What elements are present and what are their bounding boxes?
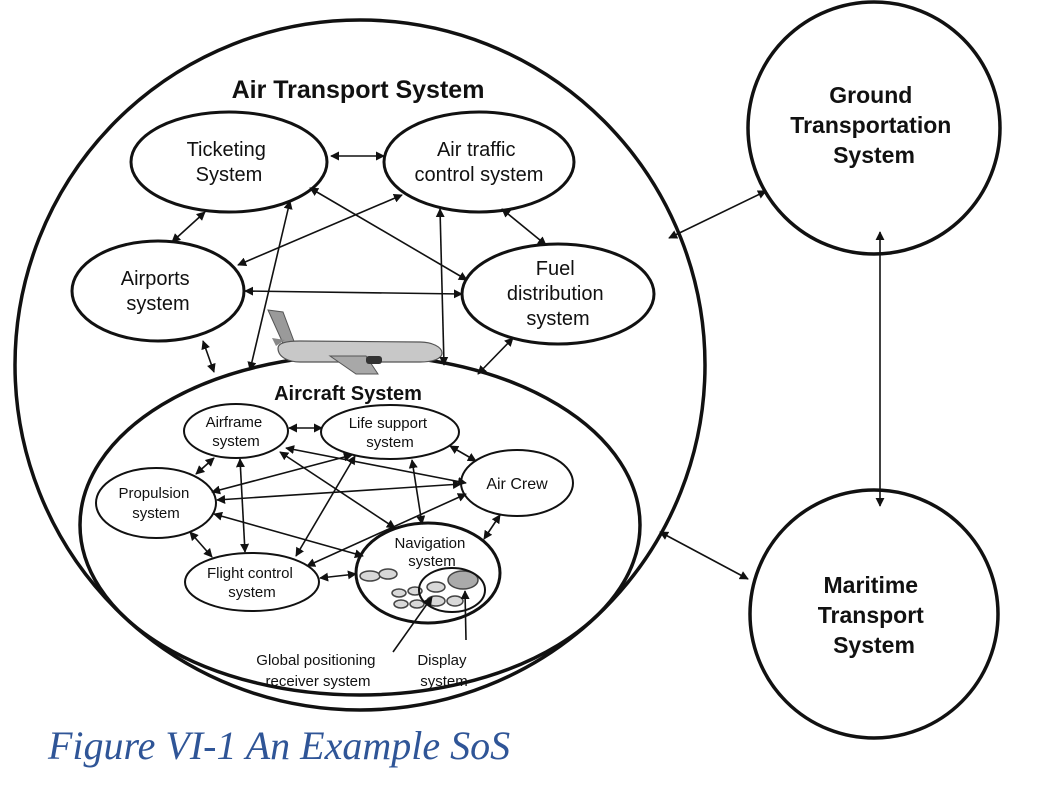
navigation-system-label: Navigation system [394, 535, 469, 570]
air-transport-system-boundary [13, 18, 707, 712]
air-traffic-control-label: Air traffic control system [415, 139, 544, 186]
airports-system-label: Airports system [121, 268, 195, 315]
callout-arrows [392, 590, 470, 653]
ticketing-system-node [129, 110, 329, 214]
air-traffic-control-system-node [382, 110, 576, 214]
flight-control-system-node [184, 552, 320, 612]
maritime-transport-system-node [748, 488, 1000, 740]
navigation-inner-boundary [418, 567, 486, 613]
display-component [447, 570, 479, 590]
maritime-transport-label: Maritime Transport System [818, 572, 930, 658]
ground-transportation-system-node [746, 0, 1002, 256]
connectors [171, 151, 885, 582]
airplane-illustration [267, 309, 443, 375]
propulsion-system-node [95, 467, 217, 539]
life-support-system-label: Life support system [349, 415, 432, 451]
ground-transportation-label: Ground Transportation System [790, 82, 957, 168]
gps-receiver-component [426, 581, 446, 593]
aircraft-system-title: Aircraft System [274, 383, 422, 405]
display-system-label: Display system [417, 652, 470, 690]
flight-control-system-label: Flight control system [207, 565, 297, 601]
propulsion-system-label: Propulsion system [118, 485, 193, 522]
navigation-internal-components [359, 568, 479, 609]
air-transport-system-title: Air Transport System [232, 76, 485, 104]
air-crew-label: Air Crew [486, 476, 548, 493]
figure-caption: Figure VI-1 An Example SoS [48, 723, 511, 768]
fuel-distribution-label: Fuel distribution system [507, 258, 609, 330]
gps-receiver-label: Global positioning receiver system [256, 652, 379, 690]
ticketing-system-label: Ticketing System [187, 139, 272, 186]
airports-system-node [70, 239, 246, 343]
airframe-system-label: Airframe system [206, 414, 267, 450]
